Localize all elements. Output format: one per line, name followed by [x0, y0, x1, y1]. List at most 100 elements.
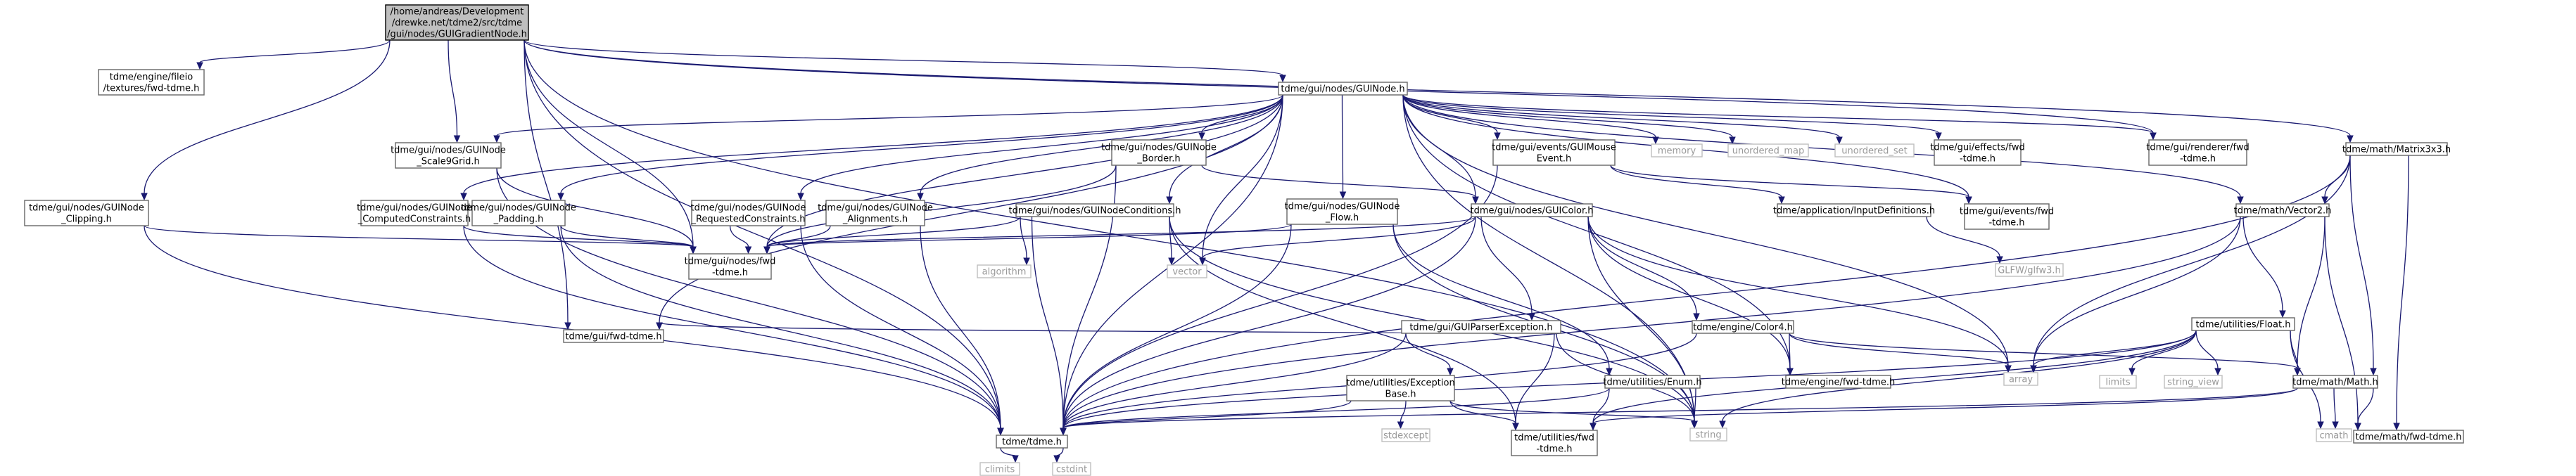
edge-line: [2324, 216, 2359, 424]
edge-matrix3-to-math: [2349, 155, 2377, 376]
node-label: tdme/utilities/fwd: [1514, 433, 1594, 444]
node-box: [979, 462, 1020, 476]
edge-arrowhead: [1729, 136, 1736, 145]
node-rendererfwd[interactable]: tdme/gui/renderer/fwd-tdme.h: [2146, 139, 2250, 166]
node-guifwd[interactable]: tdme/gui/fwd-tdme.h: [563, 329, 664, 343]
node-cstdint[interactable]: cstdint: [1052, 462, 1091, 476]
node-flow[interactable]: tdme/gui/nodes/GUINode_Flow.h: [1285, 198, 1400, 225]
node-box: [1401, 320, 1561, 334]
edge-line: [1062, 387, 1610, 429]
node-label: vector: [1172, 267, 1202, 278]
edge-arrowhead: [1787, 368, 1794, 376]
edge-arrowhead: [2321, 196, 2328, 205]
edge-line: [1587, 216, 1791, 369]
node-box: [1995, 263, 2064, 277]
node-label: tdme/gui/GUIParserException.h: [1409, 323, 1552, 333]
node-effectsfwd[interactable]: tdme/gui/effects/fwd-tdme.h: [1930, 139, 2025, 166]
node-mathfwd[interactable]: tdme/math/fwd-tdme.h: [2353, 430, 2464, 444]
node-umap[interactable]: unordered_map: [1727, 143, 1809, 157]
node-stringview[interactable]: string_view: [2164, 375, 2223, 389]
node-tdmeh[interactable]: tdme/tdme.h: [996, 435, 1068, 449]
node-texfwd[interactable]: tdme/engine/fileio/textures/fwd-tdme.h: [98, 69, 205, 96]
node-padding[interactable]: tdme/gui/nodes/GUINode_Padding.h: [461, 200, 576, 226]
edge-math-to-mathfwd: [2354, 387, 2374, 431]
node-memory[interactable]: memory: [1651, 143, 1703, 157]
node-alignments[interactable]: tdme/gui/nodes/GUINode_Alignments.h: [818, 200, 933, 226]
edge-line: [560, 225, 694, 247]
edge-arrowhead: [2393, 423, 2400, 431]
node-climits[interactable]: climits: [979, 462, 1020, 476]
node-utilfwd[interactable]: tdme/utilities/fwd-tdme.h: [1511, 430, 1598, 456]
node-glfw[interactable]: GLFW/glfw3.h: [1995, 263, 2064, 277]
node-guicolor[interactable]: tdme/gui/nodes/GUIColor.h: [1470, 203, 1594, 217]
node-box: [1286, 198, 1398, 225]
node-scale9[interactable]: tdme/gui/nodes/GUINode_Scale9Grid.h: [391, 142, 506, 169]
edge-line: [659, 94, 1283, 323]
node-enum[interactable]: tdme/utilities/Enum.h: [1603, 375, 1702, 389]
edge-line: [1610, 165, 1969, 198]
node-label: limits: [2105, 378, 2131, 388]
edge-excbase-to-utilfwd: [1449, 400, 1519, 431]
edge-guinode-to-alignments: [917, 94, 1283, 201]
node-inputdefs[interactable]: tdme/application/InputDefinitions.h: [1773, 203, 1935, 217]
node-eventsfwd[interactable]: tdme/gui/events/fwd-tdme.h: [1960, 203, 2054, 230]
node-limits[interactable]: limits: [2099, 375, 2137, 389]
node-guinode[interactable]: tdme/gui/nodes/GUINode.h: [1278, 82, 1408, 96]
node-box: [2235, 203, 2330, 217]
node-stdexcept[interactable]: stdexcept: [1381, 428, 1430, 442]
node-label: tdme/utilities/Exception: [1346, 378, 1454, 389]
edge-math-to-utilfwd: [1590, 387, 2298, 431]
node-computed[interactable]: tdme/gui/nodes/GUINode_ComputedConstrain…: [357, 200, 472, 226]
edge-line: [1062, 216, 1476, 429]
edge-arrowhead: [690, 246, 697, 255]
node-box: [1471, 203, 1593, 217]
edge-line: [1694, 387, 1696, 422]
edge-conditions-to-algorithm: [1020, 216, 1030, 266]
edge-arrowhead: [1397, 421, 1404, 430]
node-cmath[interactable]: cmath: [2316, 428, 2352, 442]
edge-line: [2297, 216, 2326, 369]
node-label: tdme/gui/nodes/GUINodeConditions.h: [1008, 206, 1181, 217]
edge-arrowhead: [1494, 132, 1501, 141]
edge-arrowhead: [997, 427, 1004, 436]
node-parserexc[interactable]: tdme/gui/GUIParserException.h: [1401, 320, 1561, 334]
edge-float-to-stringview: [2195, 330, 2221, 376]
edge-line: [659, 322, 1407, 334]
node-label: _Flow.h: [1325, 213, 1359, 224]
node-border[interactable]: tdme/gui/nodes/GUINode_Border.h: [1101, 139, 1217, 166]
edge-arrowhead: [1836, 136, 1843, 145]
node-box: [1934, 139, 2022, 166]
edge-root-to-clipping: [141, 39, 391, 201]
node-vector[interactable]: vector: [1167, 264, 1207, 278]
node-label: tdme/application/InputDefinitions.h: [1773, 206, 1935, 217]
node-root[interactable]: /home/andreas/Development/drewke.net/tdm…: [385, 4, 529, 41]
node-float[interactable]: tdme/utilities/Float.h: [2191, 317, 2295, 331]
node-requested[interactable]: tdme/gui/nodes/GUINode_RequestedConstrai…: [690, 200, 806, 226]
edge-arrowhead: [744, 246, 752, 255]
node-array[interactable]: array: [2003, 372, 2038, 386]
node-conditions[interactable]: tdme/gui/nodes/GUINodeConditions.h: [1008, 203, 1181, 217]
node-clipping[interactable]: tdme/gui/nodes/GUINode_Clipping.h: [24, 200, 149, 226]
edge-arrowhead: [1023, 257, 1030, 266]
edge-line: [1480, 216, 1533, 314]
node-vector2[interactable]: tdme/math/Vector2.h: [2234, 203, 2332, 217]
node-label: -tdme.h: [712, 268, 748, 278]
node-box: [2148, 139, 2247, 166]
node-color4[interactable]: tdme/engine/Color4.h: [1692, 320, 1794, 334]
node-enginefwd[interactable]: tdme/engine/fwd-tdme.h: [1782, 375, 1895, 389]
node-matrix3[interactable]: tdme/math/Matrix3x3.h: [2342, 142, 2451, 156]
node-string[interactable]: string: [1689, 427, 1727, 442]
node-uset[interactable]: unordered_set: [1834, 143, 1915, 157]
edge-line: [2131, 330, 2197, 369]
edge-line: [1926, 216, 2000, 257]
edge-line: [524, 39, 2351, 136]
node-math[interactable]: tdme/math/Math.h: [2292, 375, 2378, 389]
node-box: [1651, 143, 1703, 157]
edge-line: [1201, 165, 1476, 198]
node-label: unordered_map: [1732, 146, 1805, 157]
node-nodesfwd[interactable]: tdme/gui/nodes/fwd-tdme.h: [685, 253, 776, 280]
node-label: GLFW/glfw3.h: [1998, 266, 2061, 276]
node-algorithm[interactable]: algorithm: [977, 264, 1032, 278]
